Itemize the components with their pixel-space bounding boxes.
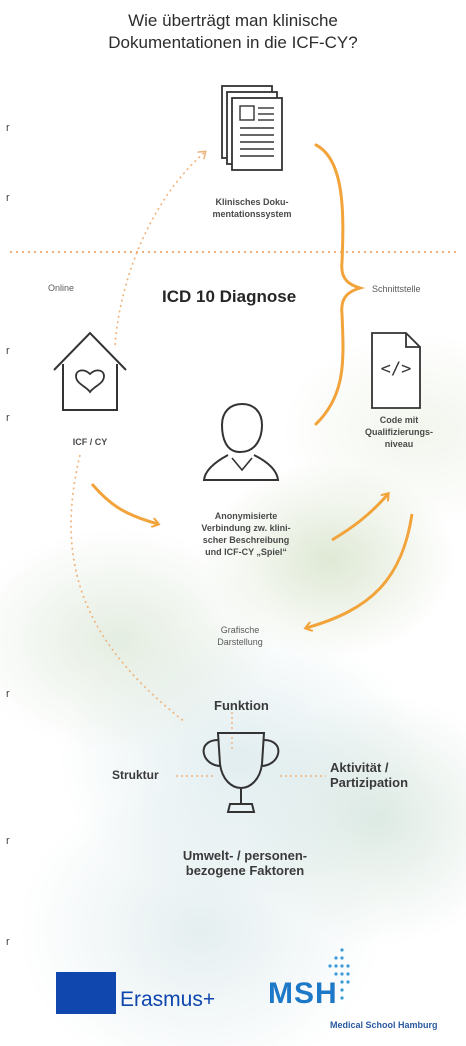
msh-subtitle: Medical School Hamburg	[330, 1020, 438, 1030]
aktiv-line2: Partizipation	[330, 775, 409, 790]
code-label: Code mit Qualifizierungs- niveau	[352, 414, 446, 450]
umwelt-label: Umwelt- / personen- bezogene Faktoren	[160, 848, 330, 878]
house-heart-icon	[53, 331, 127, 411]
dotted-arrow-up	[114, 152, 205, 346]
msh-logo-text: MSH	[268, 977, 338, 1010]
erasmus-logo-text: Erasmus+	[120, 988, 216, 1011]
grafik-line2: Darstellung	[217, 637, 263, 647]
document-icon	[221, 85, 283, 171]
kis-line1: Klinisches Doku-	[215, 197, 289, 207]
msh-dots	[328, 948, 350, 1000]
kis-label: Klinisches Doku- mentationssystem	[182, 196, 322, 220]
code-file-icon	[371, 332, 421, 409]
curly-brace	[314, 143, 366, 426]
kis-line2: mentationssystem	[212, 209, 292, 219]
icd-label: ICD 10 Diagnose	[162, 287, 297, 306]
umwelt-line1: Umwelt- / personen-	[182, 848, 308, 863]
edge-mark: r	[6, 345, 10, 357]
icf-label: ICF / CY	[72, 437, 108, 447]
eu-flag-logo	[56, 972, 116, 1014]
solid-arrow-icf-anon	[90, 483, 158, 524]
anon-line2: Verbindung zw. klini-	[201, 523, 291, 533]
struktur-label: Struktur	[112, 768, 159, 782]
person-icon	[202, 402, 280, 481]
edge-mark: r	[6, 192, 10, 204]
code-line3: niveau	[384, 439, 414, 449]
aktiv-line1: Aktivität /	[330, 760, 389, 775]
solid-arrow-code-grafik	[306, 513, 414, 628]
edge-mark: r	[6, 412, 10, 424]
umwelt-line2: bezogene Faktoren	[185, 863, 305, 878]
title-line1: Wie überträgt man klinische	[128, 11, 338, 30]
code-line1: Code mit	[379, 415, 419, 425]
title: Wie überträgt man klinische Dokumentatio…	[0, 10, 466, 54]
grafik-line1: Grafische	[220, 625, 260, 635]
solid-arrow-anon-code	[331, 494, 388, 542]
anon-line3: scher Beschreibung	[202, 535, 290, 545]
schnittstelle-label: Schnittstelle	[372, 284, 421, 294]
title-line2: Dokumentationen in die ICF-CY?	[108, 33, 358, 52]
online-label: Online	[48, 283, 75, 293]
trophy-icon	[202, 732, 280, 813]
edge-mark: r	[6, 835, 10, 847]
grafik-label: Grafische Darstellung	[200, 624, 280, 648]
anon-line4: und ICF-CY „Spiel“	[205, 547, 287, 557]
edge-mark: r	[6, 936, 10, 948]
code-line2: Qualifizierungs-	[364, 427, 433, 437]
dotted-arc-down	[70, 454, 186, 723]
code-symbol: </>	[380, 359, 412, 379]
edge-mark: r	[6, 122, 10, 134]
aktiv-label: Aktivität / Partizipation	[330, 760, 440, 790]
anon-label: Anonymisierte Verbindung zw. klini- sche…	[166, 510, 326, 558]
edge-mark: r	[6, 688, 10, 700]
anon-line1: Anonymisierte	[214, 511, 278, 521]
funktion-label: Funktion	[214, 698, 269, 713]
